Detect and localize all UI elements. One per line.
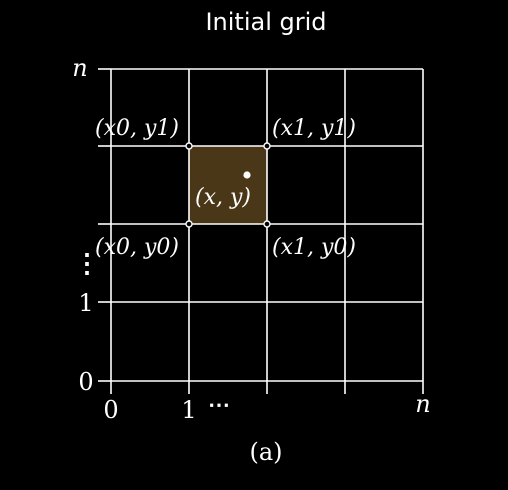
axis-ticks: [98, 68, 424, 394]
point-label-xy: (x, y): [195, 185, 251, 210]
query-point: [243, 171, 251, 179]
point-label-x0-y1: (x0, y1): [95, 116, 179, 141]
y-ellipsis: ⋮: [74, 249, 100, 279]
x-label-0: 0: [103, 396, 118, 424]
x-label-n: n: [415, 390, 430, 418]
point-label-x0-y0: (x0, y0): [95, 235, 179, 260]
corner-points: [185, 142, 271, 228]
diagram-title: Initial grid: [205, 8, 326, 36]
y-label-0: 0: [78, 368, 93, 396]
highlighted-cell: [189, 146, 267, 224]
figure-caption: (a): [249, 438, 282, 466]
x-label-1: 1: [181, 396, 196, 424]
point-label-x1-y0: (x1, y0): [272, 235, 356, 260]
y-label-n: n: [72, 54, 87, 82]
y-label-1: 1: [78, 289, 93, 317]
x-ellipsis: ⋯: [208, 392, 230, 418]
point-label-x1-y1: (x1, y1): [272, 116, 356, 141]
